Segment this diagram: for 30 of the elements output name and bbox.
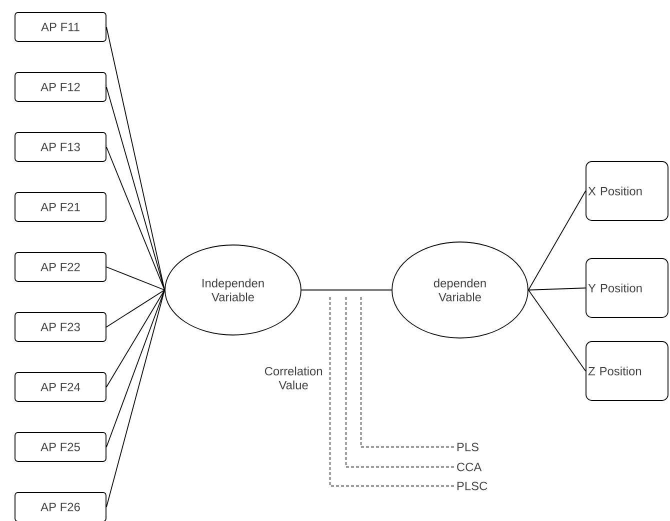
connector-line	[106, 86, 165, 290]
method-label: PLS	[457, 442, 478, 452]
method-label: CCA	[457, 462, 482, 472]
position-box: Y Position	[586, 258, 668, 318]
connector-line	[106, 146, 165, 290]
feature-box: AP F24	[14, 372, 106, 402]
feature-box: AP F22	[14, 252, 106, 282]
feature-box: AP F13	[14, 132, 106, 162]
connector-line	[106, 290, 165, 328]
leader-line	[360, 296, 456, 448]
method-label: PLSC	[457, 482, 488, 490]
feature-box: AP F25	[14, 432, 106, 462]
feature-box: AP F21	[14, 192, 106, 222]
leader-line	[330, 296, 456, 486]
leader-line	[346, 296, 456, 468]
feature-box: AP F12	[14, 72, 106, 102]
feature-box: AP F26	[14, 492, 106, 521]
position-box: X Position	[586, 161, 668, 221]
connector-line	[528, 290, 586, 372]
connector-line	[106, 290, 165, 448]
connector-line	[106, 290, 165, 508]
connector-line	[106, 26, 165, 290]
feature-box: AP F11	[14, 12, 106, 42]
feature-box: AP F23	[14, 312, 106, 342]
connector-line	[528, 288, 586, 290]
connector-line	[106, 290, 165, 388]
position-box: Z Position	[586, 341, 668, 401]
label-text: Correlation Value	[264, 366, 322, 390]
connector-line	[106, 266, 165, 290]
connector-line	[528, 190, 586, 290]
